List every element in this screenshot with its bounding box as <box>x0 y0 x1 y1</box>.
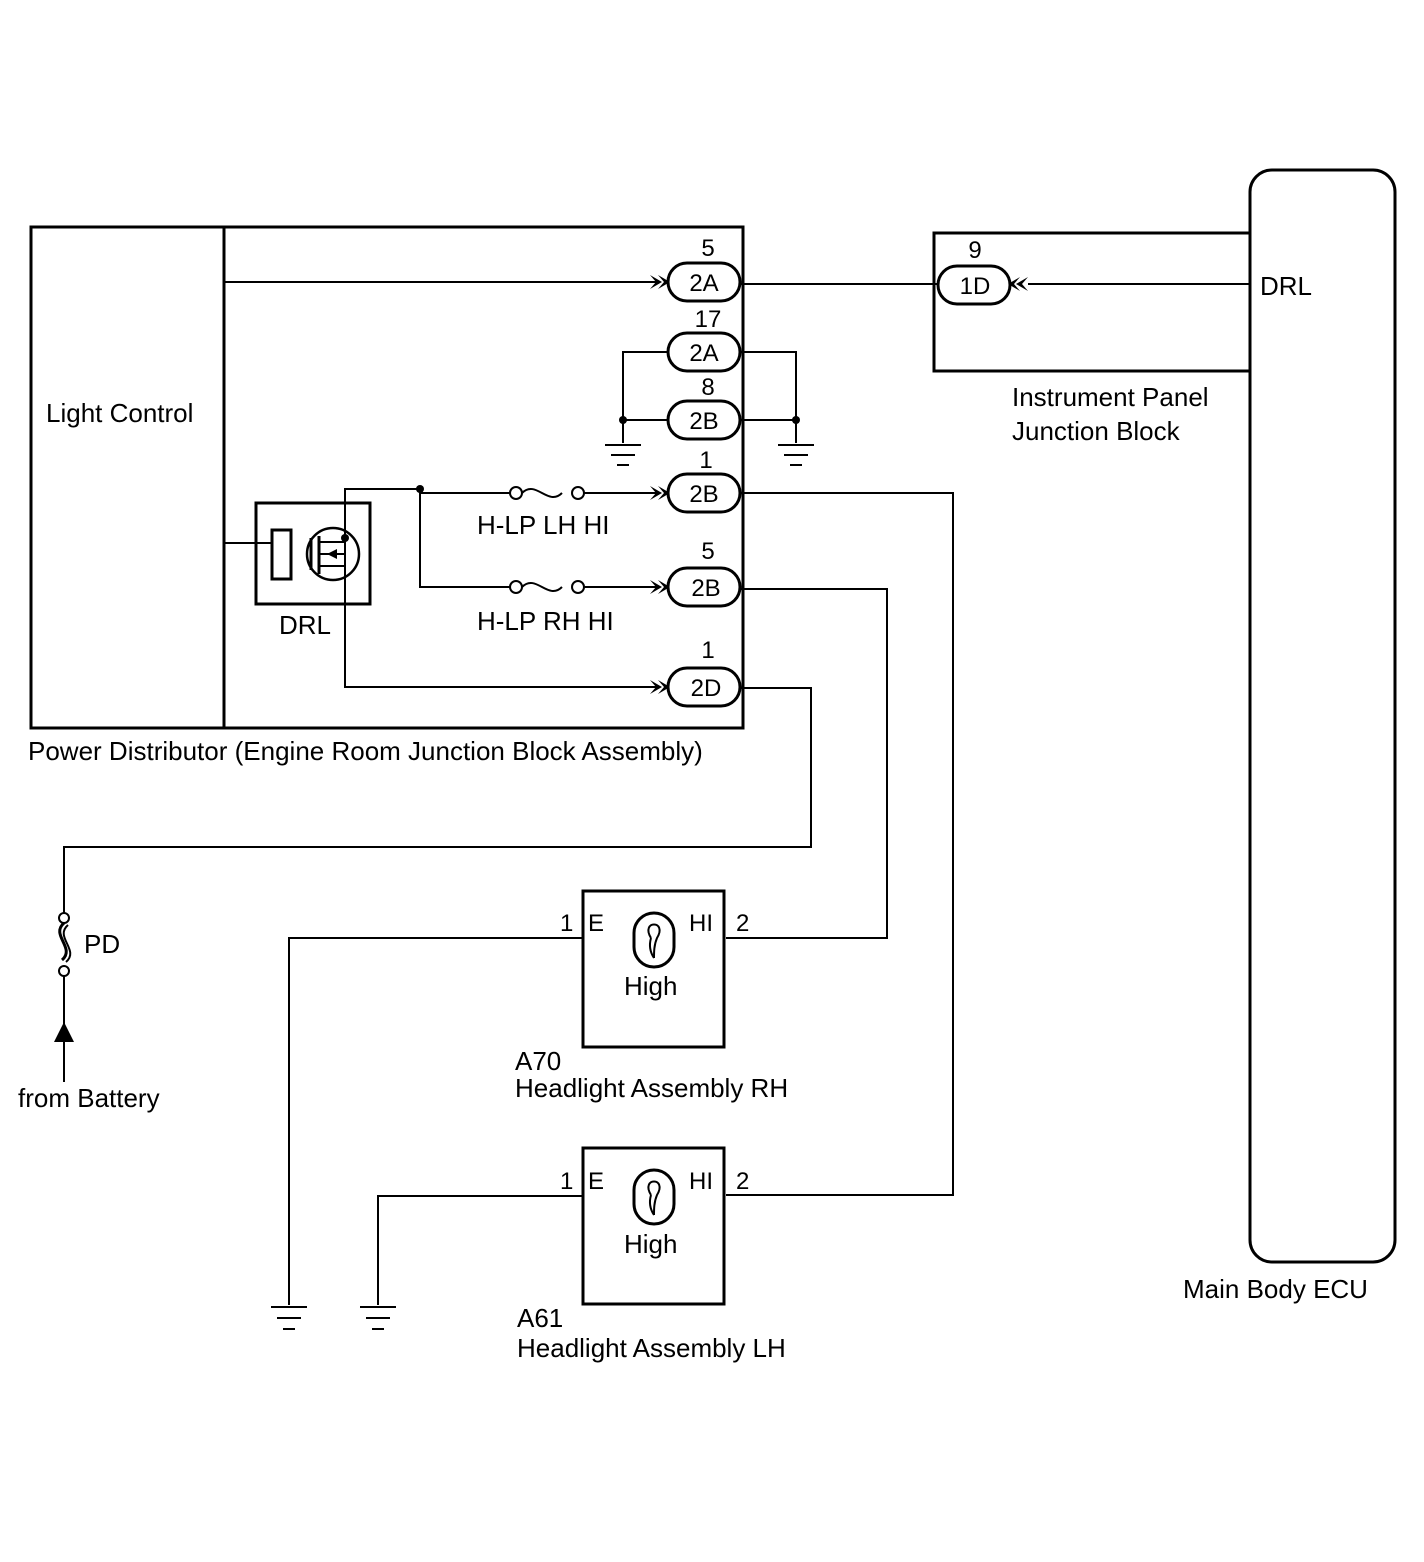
bulb-label: High <box>624 971 677 1001</box>
svg-text:2B: 2B <box>689 481 718 508</box>
svg-text:E: E <box>588 1168 604 1195</box>
connector-2b-8: 2B 8 <box>666 374 742 441</box>
svg-text:1: 1 <box>701 637 714 664</box>
connector-2a-5: 2A 5 <box>666 235 742 303</box>
svg-text:2A: 2A <box>689 340 718 367</box>
instrument-panel-label-1: Instrument Panel <box>1012 382 1209 412</box>
bulb-label: High <box>624 1229 677 1259</box>
battery-arrow-icon: from Battery <box>18 1022 160 1113</box>
svg-text:2B: 2B <box>691 575 720 602</box>
fuse-rh-label: H-LP RH HI <box>477 606 614 636</box>
svg-text:2A: 2A <box>689 270 718 297</box>
fuse-pd-label: PD <box>84 929 120 959</box>
svg-text:2: 2 <box>736 1168 749 1195</box>
bulb-icon <box>632 911 676 969</box>
drl-relay-label: DRL <box>279 610 331 640</box>
ecu-drl-terminal-label: DRL <box>1260 271 1312 301</box>
svg-text:17: 17 <box>695 306 722 333</box>
ground-icon <box>360 1306 396 1330</box>
fuse-rh: H-LP RH HI <box>477 580 614 636</box>
headlight-rh-name: Headlight Assembly RH <box>515 1073 788 1103</box>
main-body-ecu-label: Main Body ECU <box>1183 1274 1368 1304</box>
drl-relay: DRL <box>224 501 372 640</box>
headlight-rh-code: A70 <box>515 1046 561 1076</box>
svg-text:HI: HI <box>689 1168 713 1195</box>
svg-text:5: 5 <box>701 538 714 565</box>
svg-text:1: 1 <box>560 910 573 937</box>
svg-text:2: 2 <box>736 910 749 937</box>
connector-arrows <box>650 275 1028 694</box>
from-battery-label: from Battery <box>18 1083 160 1113</box>
fuse-lh-label: H-LP LH HI <box>477 510 609 540</box>
mosfet-icon <box>305 526 361 582</box>
external-wiring <box>63 283 1250 1305</box>
connector-1d-9: 1D 9 <box>936 237 1012 306</box>
ground-icon <box>778 444 814 466</box>
connector-2d-1: 2D 1 <box>666 637 742 708</box>
svg-text:2D: 2D <box>691 675 722 702</box>
instrument-panel-junction-block: Instrument Panel Junction Block <box>932 231 1250 446</box>
fuse-pd: PD <box>58 912 120 977</box>
svg-text:2B: 2B <box>689 408 718 435</box>
headlight-lh: 1 E HI 2 High A61 Headlight Assembly LH <box>517 1146 786 1363</box>
svg-text:1: 1 <box>699 447 712 474</box>
light-control-label: Light Control <box>46 398 193 428</box>
headlight-lh-code: A61 <box>517 1303 563 1333</box>
svg-text:1: 1 <box>560 1168 573 1195</box>
ground-icon <box>605 444 641 466</box>
connector-2b-5: 2B 5 <box>666 538 742 608</box>
headlight-lh-name: Headlight Assembly LH <box>517 1333 786 1363</box>
ground-icon <box>271 1306 307 1330</box>
svg-text:9: 9 <box>968 237 981 264</box>
svg-text:5: 5 <box>701 235 714 262</box>
fuse-lh: H-LP LH HI <box>477 486 609 540</box>
svg-text:E: E <box>588 910 604 937</box>
svg-text:HI: HI <box>689 910 713 937</box>
connector-2b-1: 2B 1 <box>666 447 742 514</box>
power-distributor: Light Control Power Distributor (Engine … <box>28 225 745 766</box>
instrument-panel-label-2: Junction Block <box>1012 416 1181 446</box>
headlight-rh: 1 E HI 2 High A70 Headlight Assembly RH <box>515 889 788 1103</box>
bulb-icon <box>632 1168 676 1226</box>
connector-2a-17: 2A 17 <box>666 306 742 373</box>
internal-wiring <box>224 281 800 688</box>
power-distributor-label: Power Distributor (Engine Room Junction … <box>28 736 703 766</box>
svg-text:8: 8 <box>701 374 714 401</box>
svg-text:1D: 1D <box>960 273 991 300</box>
main-body-ecu: DRL Main Body ECU <box>1183 168 1397 1304</box>
